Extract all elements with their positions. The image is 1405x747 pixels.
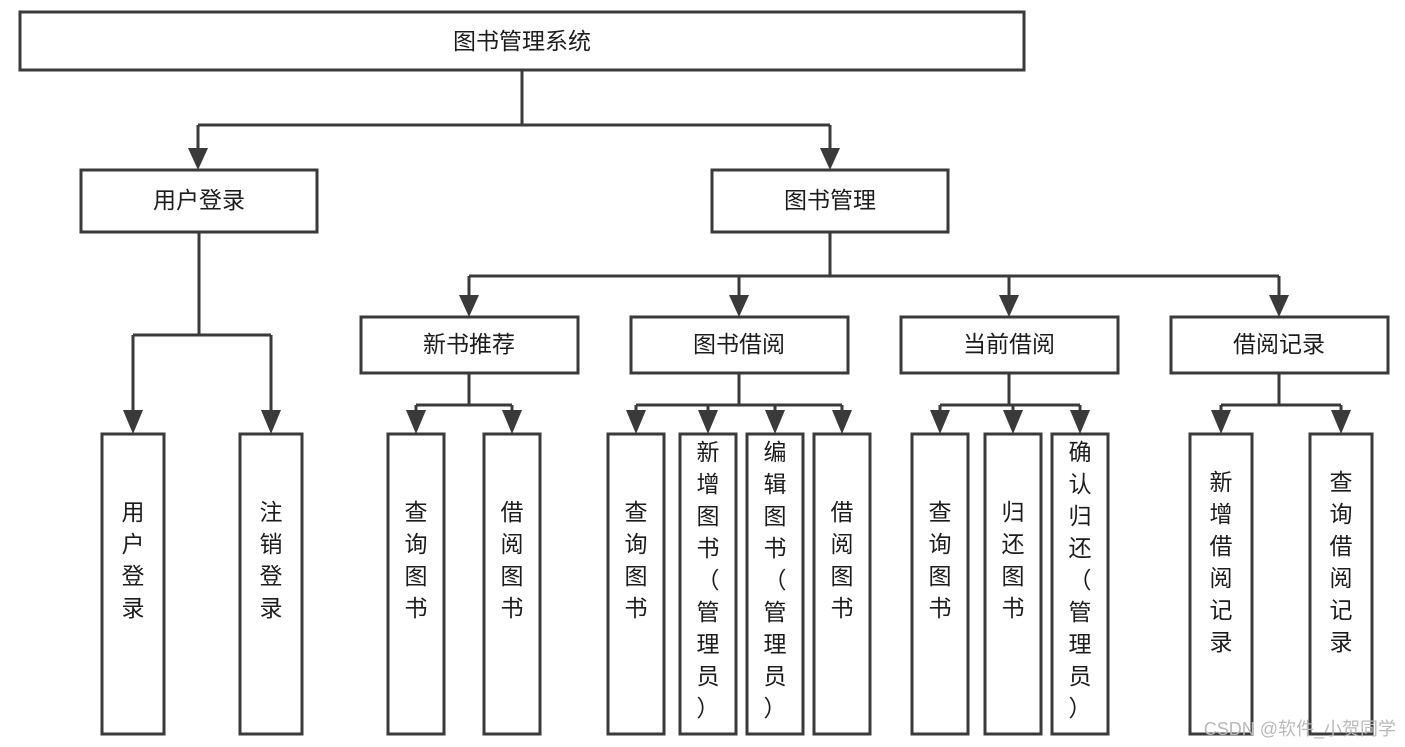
node-leaf-confirm-return-label: 确认归还（管理员） (1069, 439, 1092, 721)
node-new-book-rec[interactable]: 新书推荐 (359, 315, 580, 375)
arrow-head-book-manage (820, 148, 840, 170)
arrow-head-leaf-borrow-book-2 (832, 410, 852, 434)
node-user-login[interactable]: 用户登录 (79, 168, 319, 234)
node-leaf-user-login-label: 用户登录 (122, 499, 145, 621)
node-root-label: 图书管理系统 (453, 28, 591, 54)
arrow-head-leaf-borrow-book-1 (502, 410, 522, 434)
node-leaf-borrow-book-2-box[interactable] (812, 432, 872, 736)
node-leaf-borrow-book-1[interactable]: 借阅图书 (482, 432, 542, 736)
node-leaf-add-book[interactable]: 新增图书（管理员） (678, 432, 738, 736)
connector-layer (123, 70, 1351, 434)
arrow-head-leaf-query-record (1331, 410, 1351, 434)
node-leaf-edit-book[interactable]: 编辑图书（管理员） (745, 432, 805, 736)
node-leaf-borrow-book-1-box[interactable] (482, 432, 542, 736)
arrow-head-leaf-edit-book (765, 410, 785, 434)
node-borrow-record[interactable]: 借阅记录 (1169, 315, 1390, 375)
node-leaf-return-book-box[interactable] (983, 432, 1043, 736)
node-leaf-query-record-box[interactable] (1308, 432, 1374, 736)
node-root[interactable]: 图书管理系统 (18, 10, 1026, 72)
arrow-head-leaf-add-book (698, 410, 718, 434)
leaf-node-layer: 用户登录 注销登录 查询图书 借阅图书 查询图书 新增图书（管理员） (100, 432, 1374, 736)
node-leaf-return-book-label: 归还图书 (1002, 499, 1025, 621)
node-book-manage-label: 图书管理 (784, 187, 876, 213)
node-current-borrow-box[interactable] (899, 315, 1120, 375)
node-borrow-record-box[interactable] (1169, 315, 1390, 375)
arrow-head-current-borrow (999, 295, 1019, 317)
node-leaf-add-record-box[interactable] (1188, 432, 1254, 736)
node-leaf-user-logout-box[interactable] (238, 432, 304, 736)
node-leaf-query-book-2[interactable]: 查询图书 (606, 432, 666, 736)
node-root-box[interactable] (18, 10, 1026, 72)
arrow-head-user-login (188, 148, 208, 170)
node-book-borrow-box[interactable] (629, 315, 850, 375)
node-leaf-user-logout-label: 注销登录 (260, 499, 283, 621)
node-leaf-add-record-label: 新增借阅记录 (1210, 469, 1233, 655)
node-book-borrow-label: 图书借阅 (693, 331, 785, 357)
node-user-login-label: 用户登录 (153, 187, 245, 213)
node-leaf-confirm-return-box[interactable] (1050, 432, 1110, 736)
node-leaf-query-book-3[interactable]: 查询图书 (910, 432, 970, 736)
node-book-manage-box[interactable] (710, 168, 950, 234)
csdn-watermark: CSDN @软件_小贺同学 (1204, 719, 1396, 740)
node-leaf-edit-book-box[interactable] (745, 432, 805, 736)
node-leaf-query-book-1-label: 查询图书 (405, 499, 428, 621)
arrow-head-leaf-query-book-1 (406, 410, 426, 434)
node-leaf-query-book-3-label: 查询图书 (929, 499, 952, 621)
arrow-head-new-book-rec (459, 295, 479, 317)
arrow-head-leaf-user-logout (261, 410, 281, 434)
node-leaf-edit-book-label: 编辑图书（管理员） (764, 439, 787, 721)
node-leaf-query-book-1[interactable]: 查询图书 (386, 432, 446, 736)
node-leaf-query-book-1-box[interactable] (386, 432, 446, 736)
node-leaf-add-book-label: 新增图书（管理员） (697, 439, 720, 721)
node-leaf-query-book-3-box[interactable] (910, 432, 970, 736)
arrow-head-leaf-return-book (1003, 410, 1023, 434)
node-current-borrow-label: 当前借阅 (963, 331, 1055, 357)
node-leaf-borrow-book-2-label: 借阅图书 (831, 499, 854, 621)
node-leaf-borrow-book-2[interactable]: 借阅图书 (812, 432, 872, 736)
node-new-book-rec-box[interactable] (359, 315, 580, 375)
arrow-head-leaf-query-book-3 (930, 410, 950, 434)
node-leaf-add-book-box[interactable] (678, 432, 738, 736)
node-leaf-user-login[interactable]: 用户登录 (100, 432, 166, 736)
node-current-borrow[interactable]: 当前借阅 (899, 315, 1120, 375)
node-user-login-box[interactable] (79, 168, 319, 234)
node-book-borrow[interactable]: 图书借阅 (629, 315, 850, 375)
node-leaf-add-record[interactable]: 新增借阅记录 (1188, 432, 1254, 736)
arrow-head-leaf-user-login (123, 410, 143, 434)
node-leaf-borrow-book-1-label: 借阅图书 (501, 499, 524, 621)
arrow-head-leaf-add-record (1211, 410, 1231, 434)
arrow-head-leaf-confirm-return (1070, 410, 1090, 434)
node-leaf-query-book-2-box[interactable] (606, 432, 666, 736)
arrow-head-borrow-record (1269, 295, 1289, 317)
node-leaf-user-logout[interactable]: 注销登录 (238, 432, 304, 736)
node-leaf-query-book-2-label: 查询图书 (625, 499, 648, 621)
arrow-head-leaf-query-book-2 (626, 410, 646, 434)
node-leaf-confirm-return[interactable]: 确认归还（管理员） (1050, 432, 1110, 736)
node-leaf-query-record[interactable]: 查询借阅记录 (1308, 432, 1374, 736)
node-leaf-query-record-label: 查询借阅记录 (1330, 469, 1353, 655)
node-new-book-rec-label: 新书推荐 (423, 331, 515, 357)
node-borrow-record-label: 借阅记录 (1233, 331, 1325, 357)
node-leaf-return-book[interactable]: 归还图书 (983, 432, 1043, 736)
node-book-manage[interactable]: 图书管理 (710, 168, 950, 234)
arrow-head-book-borrow (729, 295, 749, 317)
node-leaf-user-login-box[interactable] (100, 432, 166, 736)
